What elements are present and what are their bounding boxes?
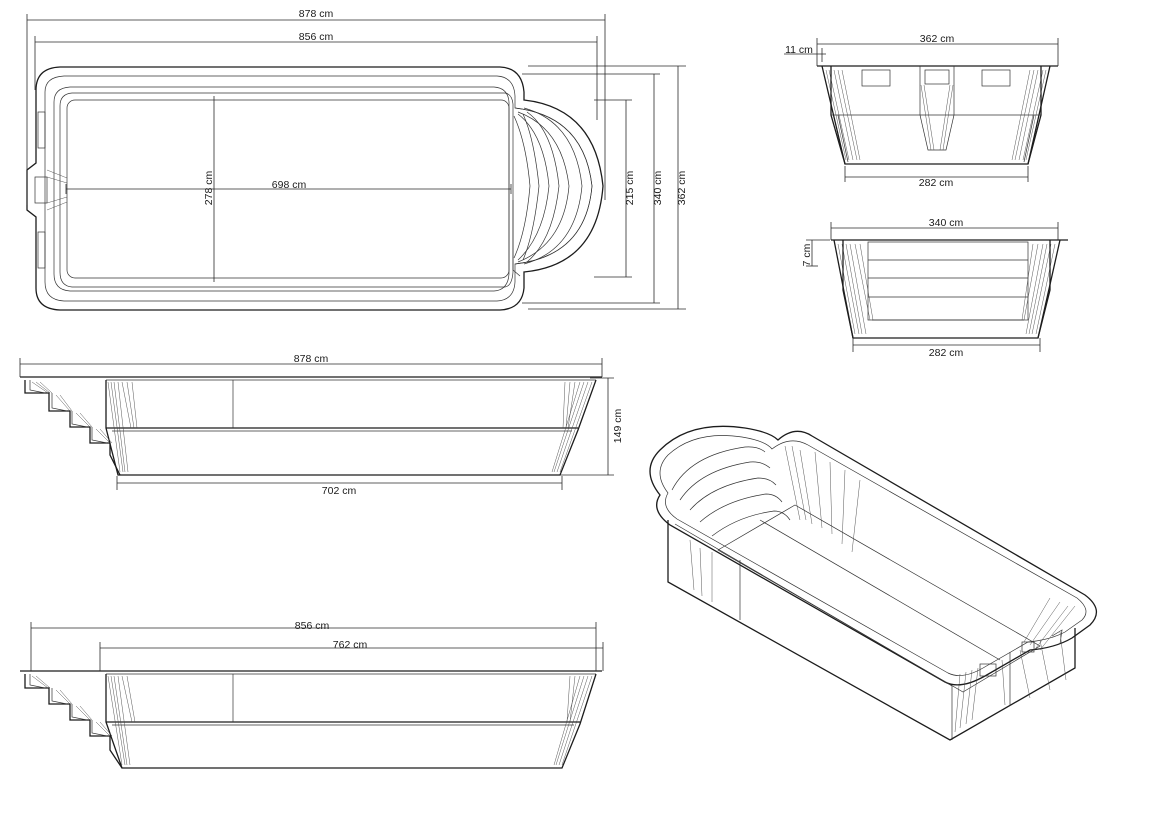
side-view-a: 878 cm 149 cm 702 cm [19,353,624,497]
isometric-view [649,425,1097,741]
dim-side-b-inner: 762 cm [333,639,368,651]
dim-side-a-depth: 149 cm [612,409,624,444]
plan-inner-rim [44,75,593,302]
dim-side-a-length: 878 cm [294,353,329,365]
dim-top-steps-width: 215 cm [624,171,636,206]
plan-outer-rim [26,66,604,311]
dim-top-floor-length: 698 cm [272,179,307,191]
dim-top-overall-width: 362 cm [676,171,688,206]
dim-top-inner-length: 856 cm [299,31,334,43]
side-view-b: 856 cm 762 cm [20,620,604,769]
dim-end-b-width: 340 cm [929,217,964,229]
dim-top-overall-length: 878 cm [299,8,334,20]
end-view-a: 362 cm 11 cm 282 cm [784,33,1059,189]
dim-top-body-width: 340 cm [652,171,664,206]
dim-end-b-floor: 282 cm [929,347,964,359]
dim-end-a-floor: 282 cm [919,177,954,189]
end-view-b: 340 cm 7 cm 282 cm [801,217,1068,359]
plan-view: 878 cm 856 cm 698 cm 278 cm 215 cm 340 c… [26,8,688,311]
dim-end-a-width: 362 cm [920,33,955,45]
dim-end-a-rim: 11 cm [785,44,813,56]
dim-side-a-floor: 702 cm [322,485,357,497]
dim-top-inner-width: 278 cm [203,171,215,206]
dim-end-b-rim: 7 cm [801,243,813,266]
dim-side-b-length: 856 cm [295,620,330,632]
